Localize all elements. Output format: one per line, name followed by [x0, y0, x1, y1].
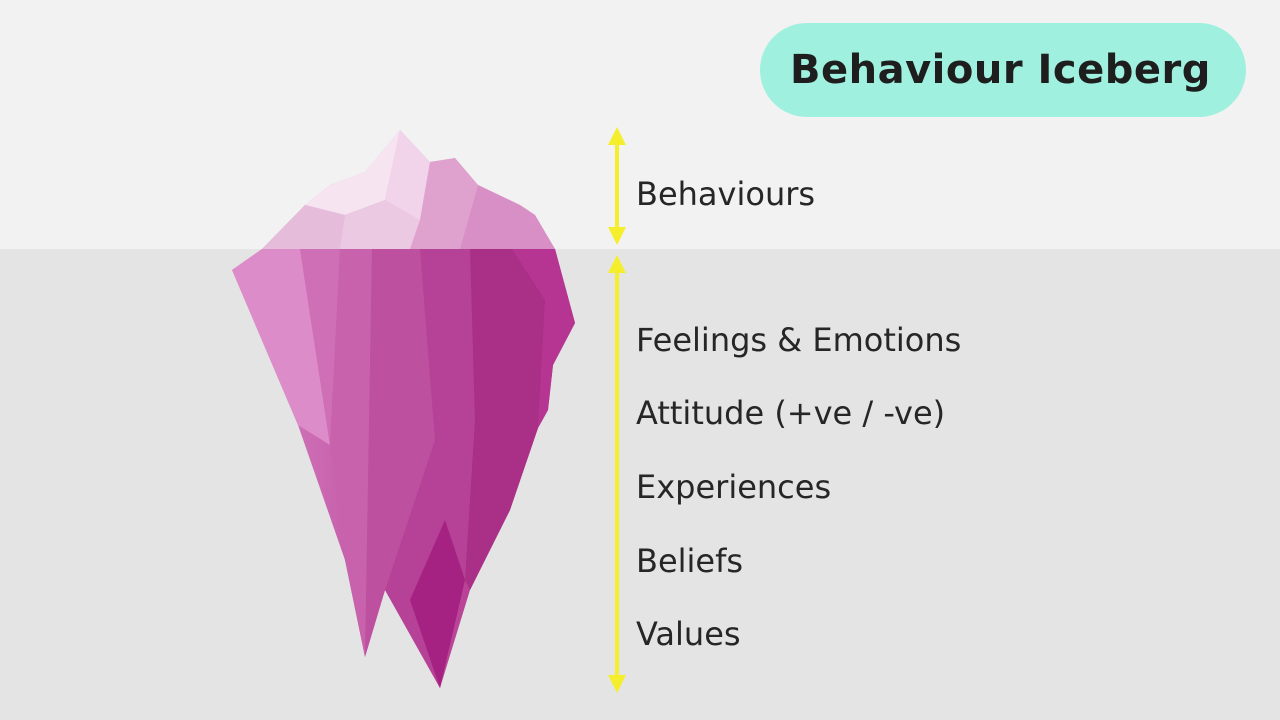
below-water-background [0, 249, 1280, 720]
double-headed-arrow-icon [608, 127, 626, 693]
iceberg-facet [365, 249, 435, 657]
iceberg-facet [465, 249, 545, 590]
iceberg-facet [512, 249, 575, 428]
iceberg-facet [330, 249, 372, 657]
label-values: Values [636, 615, 741, 653]
iceberg-facet [300, 249, 340, 445]
iceberg-facet [410, 520, 465, 688]
iceberg-facet [232, 249, 330, 445]
iceberg-facet [305, 130, 400, 215]
iceberg-facet [410, 158, 478, 249]
label-feelings-emotions: Feelings & Emotions [636, 321, 962, 359]
title-badge: Behaviour Iceberg [760, 23, 1246, 117]
label-beliefs: Beliefs [636, 542, 744, 580]
label-behaviours: Behaviours [636, 175, 816, 213]
page-title: Behaviour Iceberg [790, 47, 1211, 93]
iceberg-icon [232, 130, 575, 688]
iceberg-facet [385, 130, 430, 220]
iceberg-facet [262, 205, 345, 249]
label-experiences: Experiences [636, 468, 832, 506]
label-attitude: Attitude (+ve / -ve) [636, 394, 946, 432]
iceberg-facet [340, 200, 420, 249]
iceberg-facet [460, 185, 555, 249]
